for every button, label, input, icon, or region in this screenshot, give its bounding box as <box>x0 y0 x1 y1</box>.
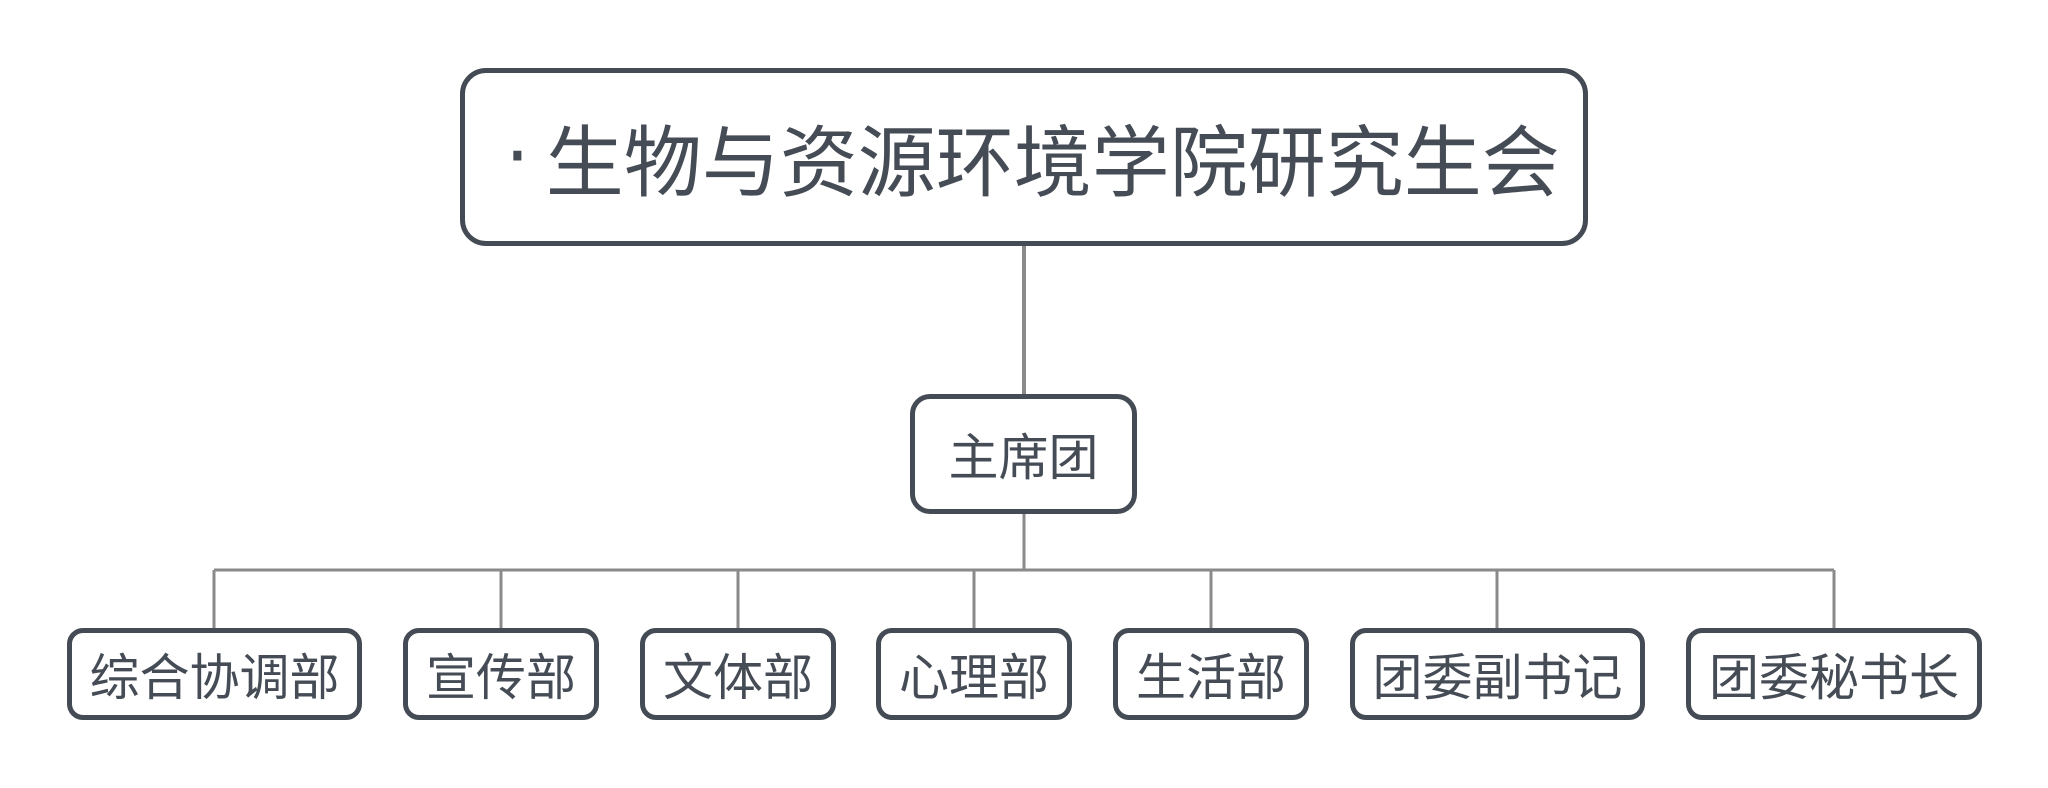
department-label: 综合协调部 <box>89 649 340 707</box>
department-label: 生活部 <box>1136 649 1286 707</box>
department-label: 心理部 <box>899 649 1049 707</box>
department-node-sports-culture: 文体部 <box>640 628 836 720</box>
department-label: 文体部 <box>663 649 813 707</box>
presidium-node: 主席团 <box>910 394 1137 514</box>
root-node: · 生物与资源环境学院研究生会 <box>460 68 1588 246</box>
department-node-league-secretary-general: 团委秘书长 <box>1686 628 1982 720</box>
department-node-psychology: 心理部 <box>876 628 1072 720</box>
department-node-coordination: 综合协调部 <box>67 628 362 720</box>
department-label: 宣传部 <box>426 649 576 707</box>
root-bullet: · <box>505 112 530 202</box>
department-node-life: 生活部 <box>1113 628 1309 720</box>
department-label: 团委秘书长 <box>1709 649 1959 707</box>
presidium-label: 主席团 <box>948 429 1099 487</box>
root-title: 生物与资源环境学院研究生会 <box>545 119 1560 209</box>
department-node-league-deputy-secretary: 团委副书记 <box>1350 628 1645 720</box>
department-node-publicity: 宣传部 <box>403 628 599 720</box>
department-label: 团委副书记 <box>1372 649 1623 707</box>
